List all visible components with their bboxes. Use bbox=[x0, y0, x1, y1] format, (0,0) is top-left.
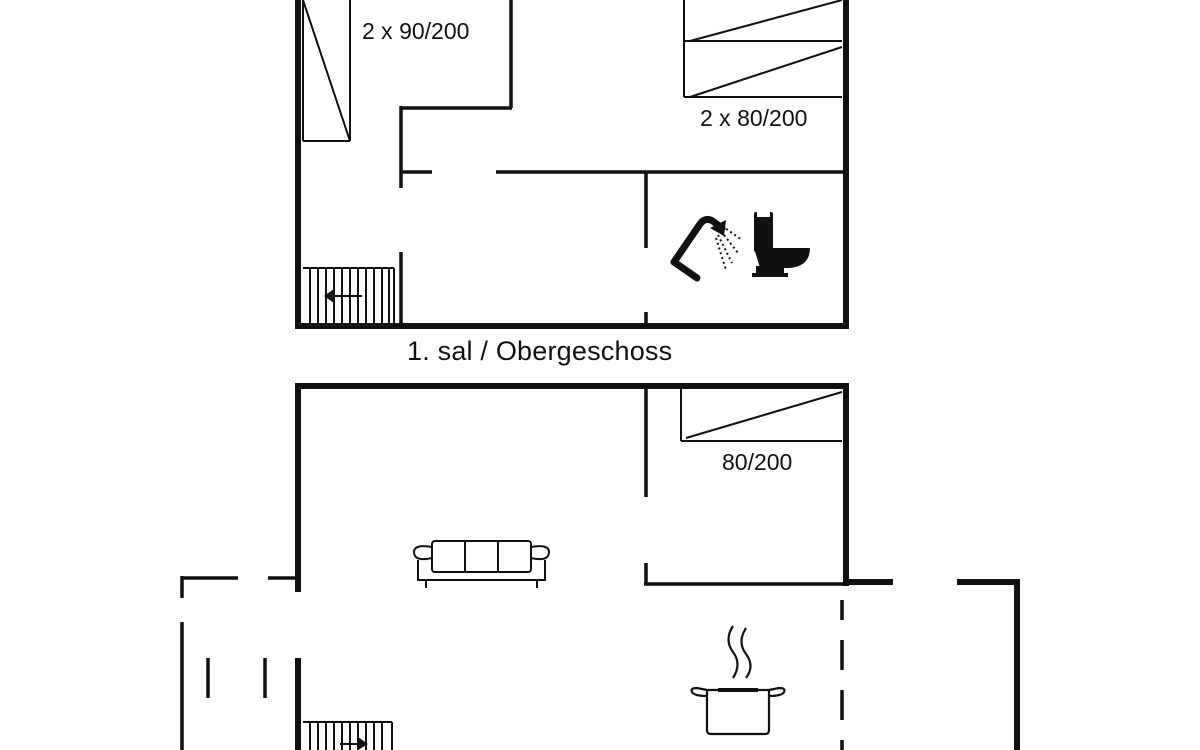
upper-outer-walls bbox=[295, 0, 849, 329]
bed-label-2x90: 2 x 90/200 bbox=[362, 18, 470, 44]
stairs-icon bbox=[303, 267, 395, 326]
upper-interior-walls bbox=[399, 0, 846, 326]
bed-80 bbox=[680, 388, 843, 442]
bed-2x80 bbox=[683, 0, 843, 98]
upper-floor-title: 1. sal / Obergeschoss bbox=[407, 336, 673, 366]
sofa-icon bbox=[412, 540, 551, 588]
terrace-outline bbox=[180, 576, 844, 750]
ground-interior-walls bbox=[644, 386, 846, 586]
stairs-icon bbox=[303, 721, 393, 750]
ground-floor bbox=[180, 383, 1020, 750]
cooking-pot-icon bbox=[690, 625, 786, 736]
ground-outer-walls bbox=[295, 383, 1020, 750]
bed-label-2x80: 2 x 80/200 bbox=[700, 105, 808, 131]
shower-icon bbox=[670, 215, 743, 282]
bed-2x90 bbox=[302, 0, 351, 142]
upper-floor bbox=[295, 0, 849, 329]
toilet-icon bbox=[752, 212, 810, 277]
bed-label-80: 80/200 bbox=[722, 449, 793, 475]
